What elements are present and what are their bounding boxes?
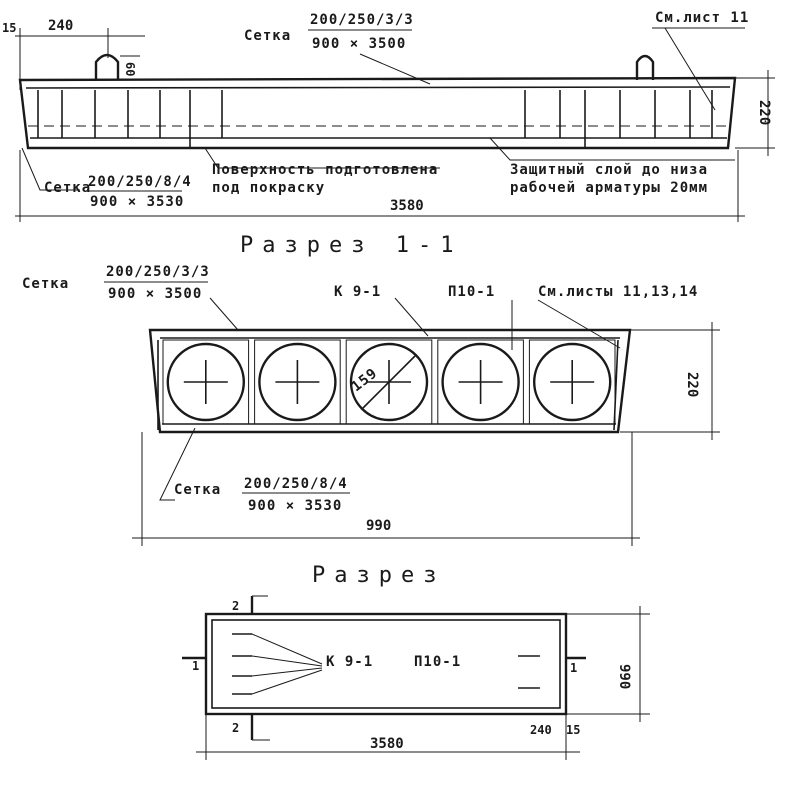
sec-mesh-top-num: 200/250/3/3 [106,264,210,280]
section-outline [148,328,632,434]
sec-mesh-bottom-num: 200/250/8/4 [244,476,348,492]
sheets-note: См.листы 11,13,14 [538,284,698,300]
plan-width-dim: 990 [616,664,632,689]
surface-note-2: под покраску [212,180,325,196]
slab-outline [18,76,737,150]
mesh-top-prefix: Сетка [244,28,291,44]
cover-note-1: Защитный слой до низа [510,162,708,178]
loop-height-dim: 60 [123,62,137,76]
stirrups-right [524,90,713,148]
loop-ref: См.лист 11 [655,10,749,26]
mesh-top-num: 200/250/3/3 [310,12,414,28]
void-3 [345,339,433,425]
mesh-bottom-prefix: Сетка [44,180,91,196]
plan-length-dim: 3580 [370,736,404,752]
sec-mesh-bottom-den: 900 × 3530 [248,498,342,514]
stirrups-left [37,90,223,148]
plan-title: Разрез [312,563,445,588]
plan-outline [204,612,568,716]
surface-note-1: Поверхность подготовлена [212,162,438,178]
section-1-1: Разрез 1-1 Сетка 200/250/3/3 900 × 3500 … [22,233,720,546]
mesh-bottom-num: 200/250/8/4 [88,174,192,190]
void-5 [528,339,616,425]
height-dim: 220 [756,100,772,125]
plan-edge-dim: 15 [566,723,580,737]
plan-frame-mark: К 9-1 [326,654,373,670]
sec-mesh-top-prefix: Сетка [22,276,69,292]
elevation-view: 15 240 60 [2,10,775,222]
sec-mesh-top-den: 900 × 3500 [108,286,202,302]
length-dim: 3580 [390,198,424,214]
cover-note-2: рабочей арматуры 20мм [510,180,708,196]
slab-mark: П10-1 [448,284,495,300]
sec-width-dim: 990 [366,518,391,534]
sec-mesh-bottom-prefix: Сетка [174,482,221,498]
plan-loop-dim: 240 [530,723,552,737]
mesh-top-den: 900 × 3500 [312,36,406,52]
lifting-loop-right [635,54,655,80]
edge-dim: 15 [2,21,16,35]
void-2 [254,339,341,425]
cut-mark-2-bottom: 2 [232,721,239,735]
plan-view: Разрез 2 2 1 1 К 9-1 П10-1 [182,563,650,760]
void-1 [162,339,250,425]
loop-offset-dim: 240 [48,18,73,34]
frame-mark: К 9-1 [334,284,381,300]
sec-height-dim: 220 [684,372,700,397]
section-title: Разрез 1-1 [240,233,462,258]
plan-internal-marks [232,633,540,695]
void-4 [437,339,524,425]
void-group [162,339,616,425]
plan-leaders [251,633,323,695]
plan-slab-mark: П10-1 [414,654,461,670]
cut-mark-1-left: 1 [192,659,199,673]
lifting-loop-left [94,53,120,80]
mesh-bottom-den: 900 × 3530 [90,194,184,210]
cut-mark-2-top: 2 [232,599,239,613]
cut-mark-1-right: 1 [570,661,577,675]
